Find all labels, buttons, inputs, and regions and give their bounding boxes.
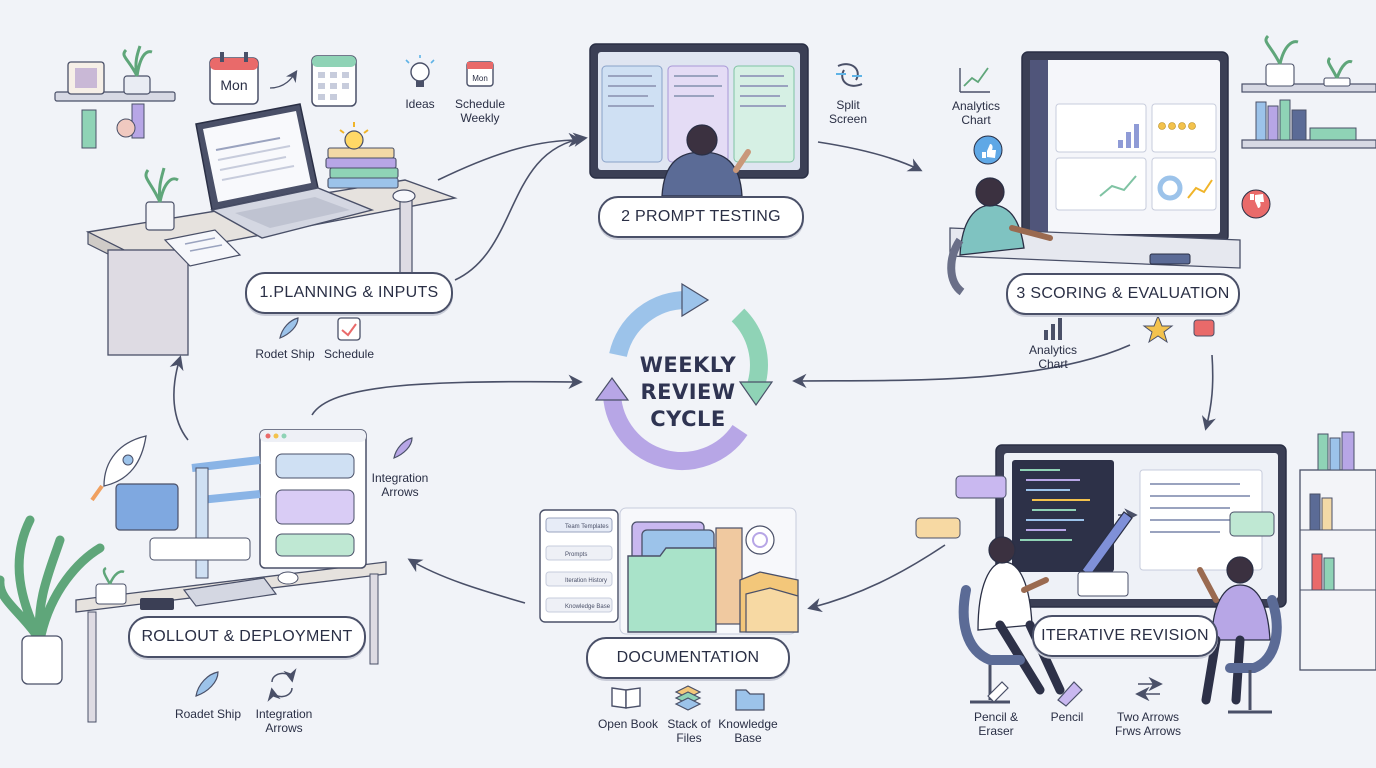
cycle-arrow-blue bbox=[609, 291, 689, 358]
arrow-planning-to-testing bbox=[437, 132, 583, 181]
cycle-arrowhead-green bbox=[738, 381, 774, 407]
flow-arrows bbox=[169, 132, 1216, 613]
arrow-docs-to-rollout bbox=[407, 558, 526, 604]
label-rocket-ship-2: Roadet Ship bbox=[174, 707, 242, 721]
calendar-small-text: Mon bbox=[472, 74, 488, 83]
label-split-screen: Split Screen bbox=[828, 98, 868, 126]
thumbs-down-small-icon bbox=[1193, 319, 1215, 337]
ideas-bulb-icon bbox=[405, 55, 435, 87]
documentation-scene: Team Templates Prompts Iteration History… bbox=[539, 507, 799, 635]
rocket-ship-icon-mid bbox=[279, 317, 299, 339]
analytics-chart-icon-top bbox=[959, 67, 990, 93]
stage-testing[interactable]: 2 PROMPT TESTING bbox=[598, 196, 804, 238]
cycle-arrow-purple bbox=[603, 394, 748, 470]
arrow-testing-to-scoring bbox=[817, 141, 923, 172]
stage-planning[interactable]: 1.PLANNING & INPUTS bbox=[245, 272, 453, 314]
desk-cabinet bbox=[107, 249, 189, 356]
pencil-icon bbox=[1057, 681, 1083, 707]
knowledge-base-icon bbox=[735, 689, 765, 711]
plant-pot bbox=[123, 75, 151, 95]
integration-arrows-icon-bottom bbox=[267, 668, 297, 702]
stage-revision[interactable]: ITERATIVE REVISION bbox=[1032, 615, 1218, 657]
split-screen-icon bbox=[836, 63, 863, 87]
doc-item-2: Prompts bbox=[565, 552, 587, 558]
label-ideas: Ideas bbox=[405, 97, 435, 111]
arrow-revision-to-docs bbox=[807, 544, 946, 613]
stage-rollout[interactable]: ROLLOUT & DEPLOYMENT bbox=[128, 616, 366, 658]
review-cycle-icon bbox=[594, 282, 774, 470]
two-arrows-icon bbox=[1135, 676, 1163, 702]
pencil-eraser-icon bbox=[987, 681, 1009, 703]
lightbulb-icon bbox=[344, 130, 364, 150]
planning-desk-scene: Mon bbox=[54, 45, 458, 356]
rocket-icon-integration bbox=[393, 437, 413, 459]
label-schedule-weekly: Schedule Weekly bbox=[454, 97, 506, 125]
schedule-calendar-icon: Mon bbox=[466, 61, 494, 87]
open-book-icon bbox=[611, 687, 641, 709]
doc-item-3: Iteration History bbox=[565, 578, 607, 584]
label-stack-of-files: Stack of Files bbox=[667, 717, 711, 745]
arrow-rollout-to-planning bbox=[169, 355, 189, 441]
label-integration-arrows-1: Integration Arrows bbox=[371, 471, 429, 499]
calendar-day-text: Mon bbox=[220, 77, 247, 93]
arrow-scoring-to-center bbox=[792, 344, 1131, 389]
cycle-arrow-green bbox=[731, 308, 768, 388]
label-two-arrows: Two Arrows Frws Arrows bbox=[1115, 710, 1181, 738]
docs-panel bbox=[539, 509, 619, 623]
revision-scene bbox=[915, 431, 1376, 714]
label-rocket-ship-1: Rodet Ship bbox=[255, 347, 315, 361]
cycle-title: WEEKLY REVIEW CYCLE bbox=[639, 353, 737, 431]
label-pencil: Pencil bbox=[1050, 710, 1084, 724]
rocket-ship-icon-bottom bbox=[195, 671, 219, 697]
cycle-arrowhead-purple bbox=[594, 376, 630, 401]
prompt-testing-scene bbox=[589, 43, 809, 197]
arrow-planning-to-testing-lower bbox=[454, 132, 588, 281]
label-open-book: Open Book bbox=[597, 717, 659, 731]
arrow-rollout-to-center bbox=[311, 374, 583, 416]
stage-documentation[interactable]: DOCUMENTATION bbox=[586, 637, 790, 679]
doc-item-4: Knowledge Base bbox=[565, 604, 611, 610]
label-knowledge-base: Knowledge Base bbox=[718, 717, 778, 745]
stage-scoring[interactable]: 3 SCORING & EVALUATION bbox=[1006, 273, 1240, 315]
analytics-chart-icon-mid bbox=[1044, 318, 1062, 340]
cycle-arrowhead-blue bbox=[681, 282, 710, 318]
arrow-scoring-to-revision bbox=[1201, 354, 1216, 431]
doc-item-1: Team Templates bbox=[565, 524, 609, 530]
star-icon bbox=[1142, 314, 1174, 344]
reviewer-person-right bbox=[1211, 584, 1271, 641]
label-pencil-eraser: Pencil & Eraser bbox=[973, 710, 1019, 738]
label-analytics-chart-mid: Analytics Chart bbox=[1028, 343, 1078, 371]
label-integration-arrows-2: Integration Arrows bbox=[255, 707, 313, 735]
scoring-scene bbox=[947, 34, 1376, 296]
rollout-scene bbox=[0, 429, 387, 723]
stack-of-files-icon bbox=[674, 685, 702, 711]
thumbs-down-icon bbox=[1241, 189, 1271, 219]
label-analytics-chart-top: Analytics Chart bbox=[951, 99, 1001, 127]
label-schedule: Schedule bbox=[323, 347, 375, 361]
schedule-icon-mid bbox=[337, 317, 361, 341]
